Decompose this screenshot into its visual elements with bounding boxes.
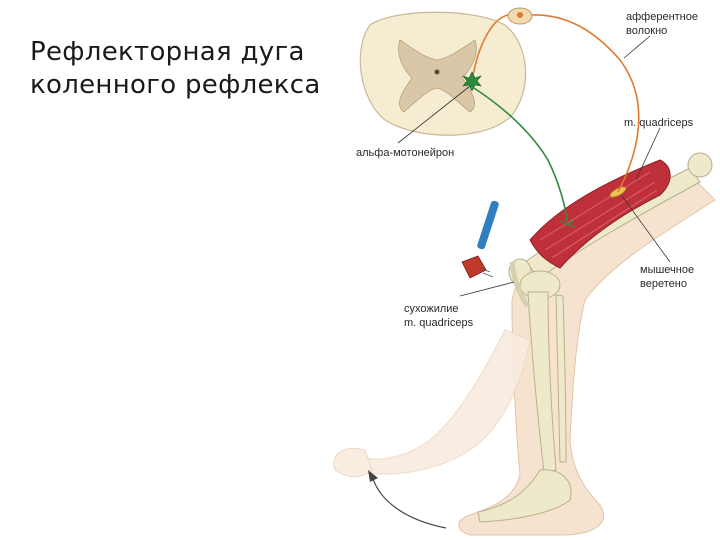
leg-skin	[458, 174, 716, 536]
kicked-foot-ghost	[333, 447, 373, 478]
title-line-1: Рефлекторная дуга	[30, 37, 305, 67]
quadriceps-striations	[539, 171, 658, 259]
tibia-bone	[527, 291, 557, 473]
gray-matter	[398, 39, 477, 113]
leader-spindle	[621, 195, 671, 263]
motor-endplate	[559, 216, 577, 228]
label-afferent-line2: волокно	[626, 25, 667, 37]
label-tendon-line1: сухожилие	[404, 303, 459, 315]
femur-head	[687, 152, 713, 178]
fibula-bone	[555, 294, 567, 463]
label-spindle-line2: веретено	[640, 278, 687, 290]
leader-quadriceps	[635, 127, 661, 181]
spinal-cord-section	[359, 11, 527, 136]
title-line-2: коленного рефлекса	[30, 69, 321, 100]
label-alpha-motoneuron: альфа-мотонейрон	[356, 147, 454, 159]
leader-motoneuron	[397, 85, 471, 144]
kicked-leg-ghost	[361, 329, 531, 475]
slide-title: Рефлекторная дуга коленного рефлекса	[30, 36, 340, 101]
afferent-root	[471, 14, 509, 79]
foot-bones	[477, 469, 572, 523]
kick-direction-arrow	[371, 474, 447, 529]
kick-arrow-head	[368, 470, 378, 482]
afferent-fiber	[531, 14, 640, 193]
leader-afferent	[623, 35, 651, 59]
label-tendon-line2: m. quadriceps	[404, 317, 474, 329]
leader-tendon	[459, 281, 515, 297]
patellar-tendon	[509, 261, 531, 308]
efferent-fiber	[473, 87, 569, 226]
central-canal	[434, 69, 440, 75]
ganglion-cell	[517, 12, 523, 18]
quadriceps-muscle	[529, 159, 671, 269]
alpha-motoneuron-icon	[462, 71, 482, 92]
label-spindle-line1: мышечное	[640, 264, 694, 276]
label-afferent-line1: афферентное	[626, 11, 698, 23]
label-quadriceps: m. quadriceps	[624, 117, 694, 129]
reflex-hammer-icon	[461, 200, 499, 279]
